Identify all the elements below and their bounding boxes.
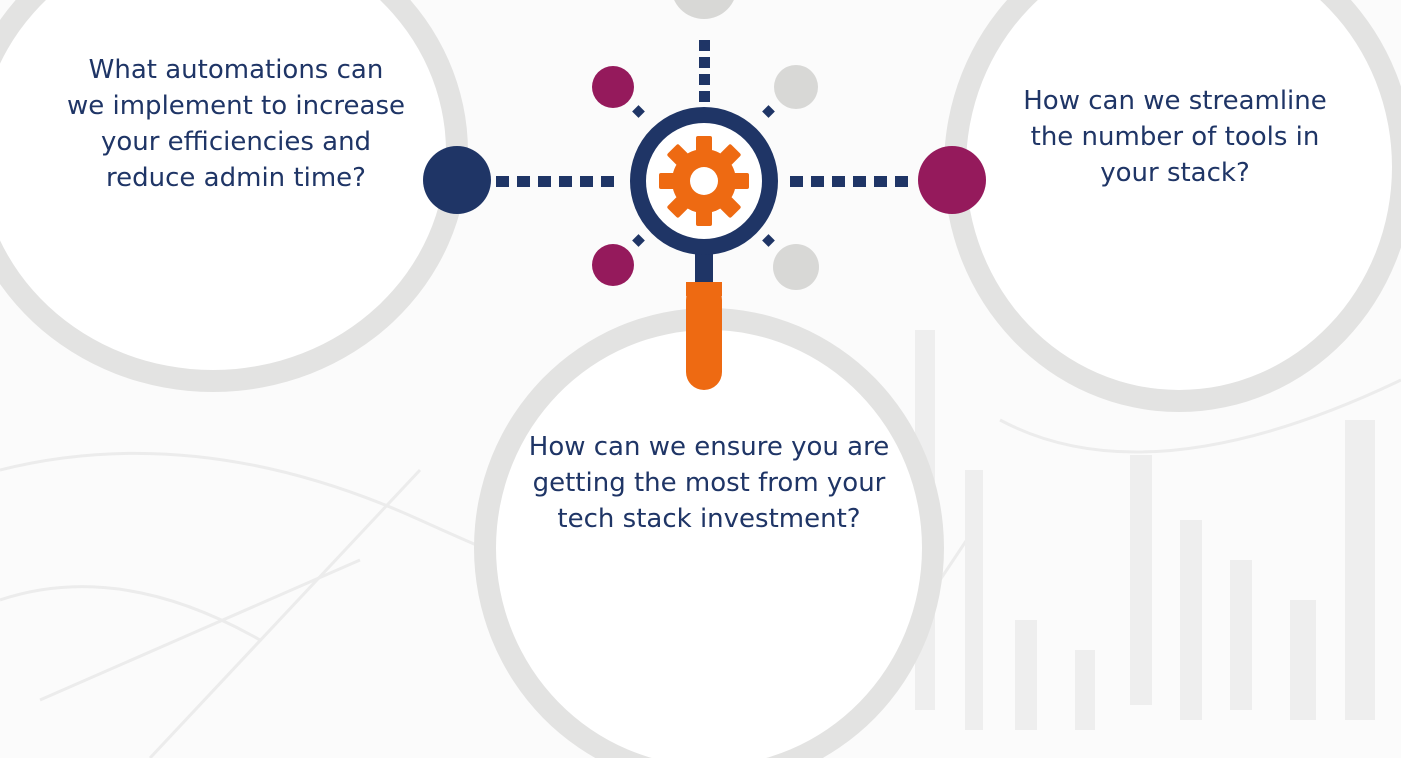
streamline-question: How can we streamline the number of tool… xyxy=(1023,86,1327,188)
top-left-node xyxy=(592,66,634,108)
connector-top xyxy=(699,40,710,102)
right-node xyxy=(918,146,986,214)
connector-right xyxy=(790,176,908,187)
gear-icon xyxy=(659,136,749,226)
top-right-node xyxy=(774,65,818,109)
left-node xyxy=(423,146,491,214)
automations-question: What automations can we implement to inc… xyxy=(66,55,405,193)
connector-left xyxy=(496,176,614,187)
bottom-right-node xyxy=(773,244,819,290)
magnifier-handle xyxy=(686,282,722,390)
top-node xyxy=(674,0,734,19)
bottom-left-node xyxy=(592,244,634,286)
investment-question: How can we ensure you are getting the mo… xyxy=(528,432,890,534)
